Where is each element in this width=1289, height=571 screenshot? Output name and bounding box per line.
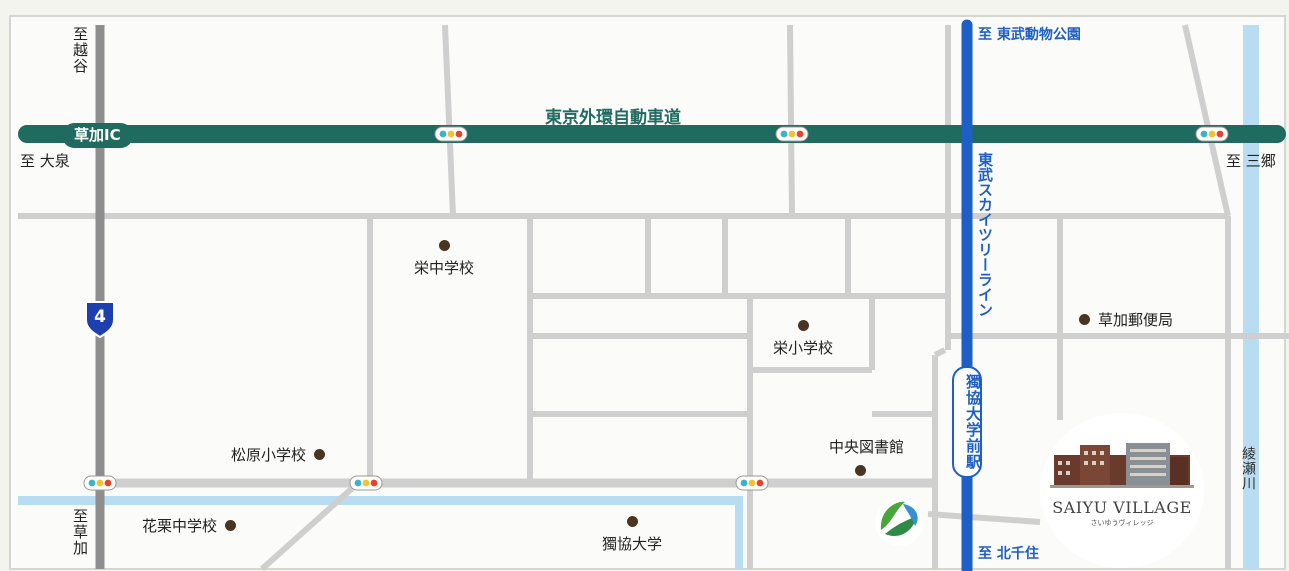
direction-tobu-zoo: 至 東武動物公園: [978, 27, 1081, 43]
poi-sakae-junior-high: 栄中学校: [414, 240, 474, 278]
direction-soka: 至草加: [71, 508, 89, 556]
traffic-light-icon: [434, 126, 468, 142]
direction-misato: 至 三郷: [1226, 152, 1276, 170]
minor-roads: [18, 24, 1289, 571]
traffic-light-icon: [83, 475, 117, 491]
poi-label: 獨協大学: [602, 535, 663, 553]
poi-label: 花栗中学校: [142, 517, 218, 535]
traffic-light-icon: [1195, 126, 1229, 142]
expressway-label: 東京外環自動車道: [545, 108, 681, 128]
poi-marker-icon: [438, 240, 450, 251]
saiyu-village-destination: SAIYU VILLAGE さいゆうヴィレッジ: [1040, 413, 1204, 568]
brand-name: SAIYU VILLAGE: [1052, 498, 1192, 517]
traffic-light-icon: [775, 126, 809, 142]
traffic-light-icon: [735, 475, 769, 491]
poi-matsubara-elementary: 松原小学校: [231, 444, 326, 465]
canal-vertical: [735, 496, 743, 569]
rail-line-label: 東武スカイツリーライン: [976, 152, 994, 317]
river-label: 綾瀬川: [1240, 446, 1256, 491]
poi-label: 栄中学校: [414, 259, 475, 277]
poi-label: 中央図書館: [829, 438, 905, 456]
poi-sakae-elementary: 栄小学校: [773, 320, 833, 358]
poi-dokkyo-university: 獨協大学: [602, 516, 662, 554]
poi-soka-post-office: 草加郵便局: [1079, 309, 1173, 330]
poi-marker-icon: [797, 320, 809, 331]
poi-marker-icon: [314, 449, 326, 460]
traffic-lights: [83, 126, 1229, 491]
poi-kakuri-junior-high: 花栗中学校: [142, 515, 237, 536]
leaf-logo-icon: [875, 498, 923, 546]
station-badge: 獨協大学前駅: [952, 366, 982, 478]
poi-marker-icon: [225, 520, 237, 531]
poi-marker-icon: [855, 465, 867, 476]
interchange-badge: 草加IC: [62, 123, 133, 148]
poi-marker-icon: [1079, 314, 1090, 325]
poi-label: 草加郵便局: [1098, 311, 1174, 329]
brand-kana: さいゆうヴィレッジ: [1090, 519, 1154, 527]
direction-oizumi: 至 大泉: [20, 152, 70, 170]
ayase-river: [1243, 25, 1259, 569]
poi-label: 栄小学校: [773, 339, 834, 357]
route-number: 4: [94, 307, 106, 327]
traffic-light-icon: [349, 475, 383, 491]
route-4-shield-icon: 4: [83, 300, 117, 338]
poi-central-library: 中央図書館: [829, 436, 904, 476]
poi-marker-icon: [626, 516, 638, 527]
direction-koshigaya: 至越谷: [71, 26, 89, 74]
canal-horizontal: [18, 496, 742, 505]
building-illustration-icon: [1050, 443, 1194, 488]
direction-kitasenju: 至 北千住: [978, 546, 1039, 562]
poi-label: 松原小学校: [231, 446, 307, 464]
